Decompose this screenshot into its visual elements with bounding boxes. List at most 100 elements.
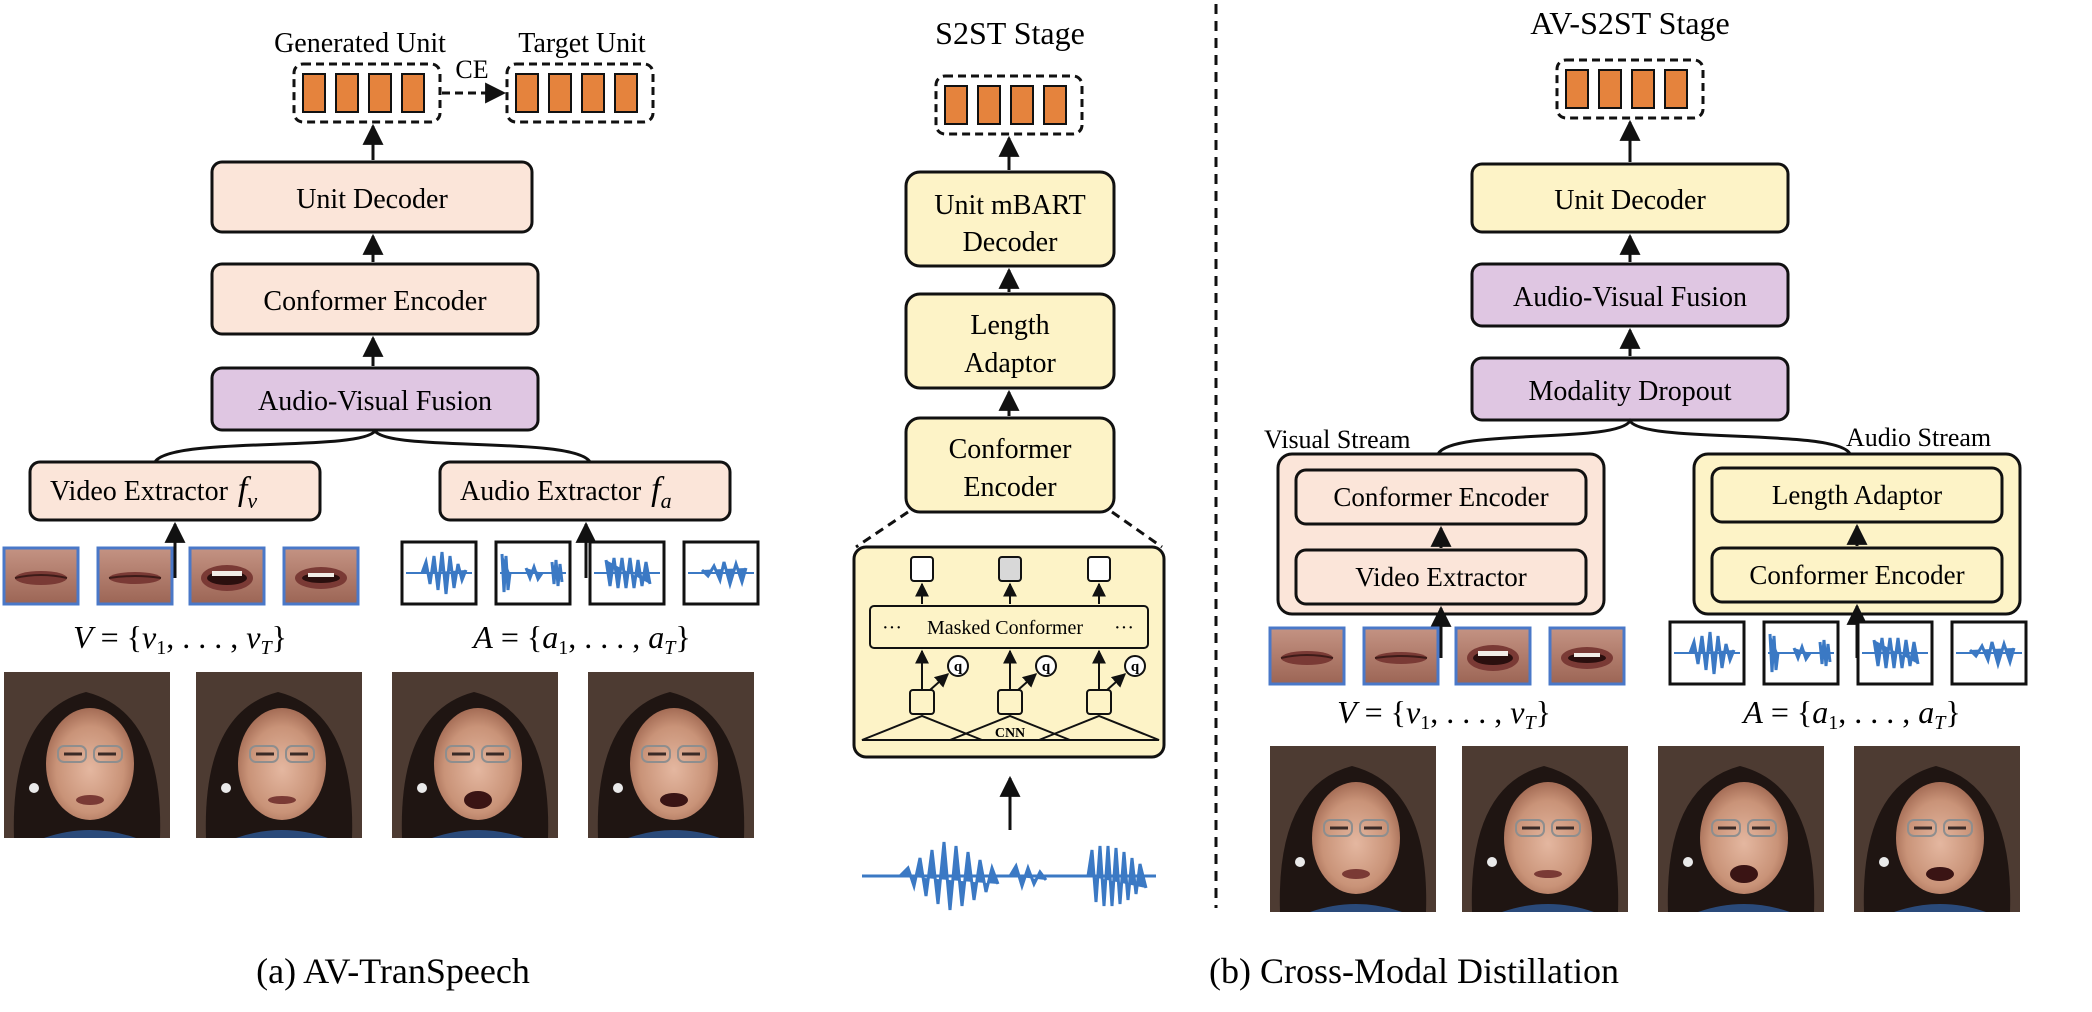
cnn-triangles (861, 714, 1160, 741)
feature-cell (909, 689, 935, 715)
formula-var: a (1918, 694, 1934, 730)
output-cell (910, 556, 934, 582)
waveform-frames-b (1668, 620, 2028, 686)
s2st-input-waveform (862, 841, 1156, 911)
modality-dropout-label: Modality Dropout (1529, 376, 1732, 407)
lip-thumbnail (1548, 626, 1626, 686)
quantizer-icon (1035, 655, 1057, 677)
formula-var: v (142, 619, 157, 655)
vis-video-extractor-box (1294, 548, 1588, 606)
av-s2st-unit-cells (1565, 69, 1688, 109)
video-extractor-subscript: v (247, 488, 257, 513)
s2st-length-adaptor-line2: Adaptor (964, 348, 1056, 379)
formula-eq: = { (493, 619, 542, 655)
unit-cell (1010, 85, 1034, 125)
detail-arrow (1017, 673, 1038, 691)
formula-var: v (1510, 694, 1525, 730)
quantizer-icon (947, 655, 969, 677)
unit-cell (548, 73, 572, 113)
vis-conformer-encoder-box (1294, 468, 1588, 526)
formula-close: } (1536, 694, 1551, 730)
s2st-title: S2ST Stage (935, 15, 1085, 51)
b-unit-decoder-label: Unit Decoder (1554, 185, 1706, 216)
waveform-thumbnail (1856, 620, 1934, 686)
a-formula-a: A = {a1, . . . , aT} (471, 619, 690, 659)
s2st-length-adaptor-box (904, 292, 1116, 390)
lip-thumbnail (96, 546, 174, 606)
cnn-label: CNN (995, 726, 1025, 741)
audio-extractor-text: Audio Extractor (460, 476, 642, 507)
formula-close: } (675, 619, 690, 655)
aud-conformer-encoder-label: Conformer Encoder (1749, 560, 1964, 590)
mbart-decoder-line2: Decoder (963, 227, 1059, 258)
s2st-conformer-encoder-line1: Conformer (949, 434, 1073, 465)
unit-cell (515, 73, 539, 113)
output-cell (1087, 556, 1111, 582)
formula-sub: 1 (156, 637, 166, 659)
fusion-split-curves (153, 428, 592, 464)
target-unit-group (505, 62, 655, 124)
formula-dots: , . . . , (1430, 694, 1510, 730)
unit-cell (302, 73, 326, 113)
aud-length-adaptor-label: Length Adaptor (1772, 480, 1942, 510)
waveform-thumbnail (1668, 620, 1746, 686)
q-symbol: q (954, 659, 963, 675)
face-thumbnail (1854, 746, 2020, 912)
zoom-line-left (855, 510, 909, 549)
v-formula-a: V = {v1, . . . , vT} (73, 619, 287, 659)
feature-cell (997, 689, 1023, 715)
waveform-thumbnail (588, 540, 666, 606)
face-thumbnail (1658, 746, 1824, 912)
unit-decoder-label: Unit Decoder (296, 184, 448, 215)
face-frames-a (4, 672, 754, 838)
unit-cell (1664, 69, 1688, 109)
av-s2st-unit-group (1555, 58, 1705, 120)
formula-var: v (246, 619, 261, 655)
waveform-thumbnail (400, 540, 478, 606)
caption-a: (a) AV-TranSpeech (256, 951, 530, 991)
face-frames-b (1270, 746, 2020, 912)
formula-sub: T (260, 637, 273, 659)
quantizer-icon (1124, 655, 1146, 677)
formula-lhs: V (73, 619, 96, 655)
video-extractor-text: Video Extractor (50, 476, 229, 507)
video-extractor-box (28, 460, 322, 522)
generated-unit-cells (302, 73, 425, 113)
mbart-decoder-line1: Unit mBART (934, 190, 1086, 221)
unit-cell (944, 85, 968, 125)
formula-eq: = { (1763, 694, 1812, 730)
masked-conformer-dots-left: ··· (882, 617, 902, 639)
unit-cell (1565, 69, 1589, 109)
b-av-fusion-label: Audio-Visual Fusion (1513, 282, 1747, 313)
lip-frames-a (2, 546, 360, 606)
v-formula-b: V = {v1, . . . , vT} (1337, 694, 1551, 734)
detail-arrow (929, 673, 950, 691)
unit-cell (368, 73, 392, 113)
s2st-unit-cells (944, 85, 1067, 125)
av-s2st-title: AV-S2ST Stage (1530, 5, 1729, 41)
unit-cell (614, 73, 638, 113)
ce-label: CE (455, 55, 488, 84)
s2st-unit-group (934, 74, 1084, 136)
panel-s2st: S2ST Stage Unit mBART Decoder Length Ada… (852, 15, 1166, 911)
conformer-encoder-label: Conformer Encoder (263, 286, 487, 317)
generated-unit-group (292, 62, 442, 124)
waveform-thumbnail (1950, 620, 2028, 686)
formula-sub: T (1524, 712, 1537, 734)
detail-arrow (1106, 673, 1127, 691)
unit-cell (1043, 85, 1067, 125)
masked-conformer-dots-right: ··· (1114, 617, 1134, 639)
waveform-frames-a (400, 540, 760, 606)
audio-extractor-subscript: a (661, 488, 672, 513)
lip-thumbnail (282, 546, 360, 606)
formula-close: } (1945, 694, 1960, 730)
lip-thumbnail (188, 546, 266, 606)
formula-sub: T (664, 637, 677, 659)
formula-var: a (1812, 694, 1828, 730)
feature-cell (1086, 689, 1112, 715)
b-unit-decoder-box (1470, 162, 1790, 234)
waveform-thumbnail (682, 540, 760, 606)
formula-sub: 1 (558, 637, 568, 659)
formula-sub: T (1934, 712, 1947, 734)
